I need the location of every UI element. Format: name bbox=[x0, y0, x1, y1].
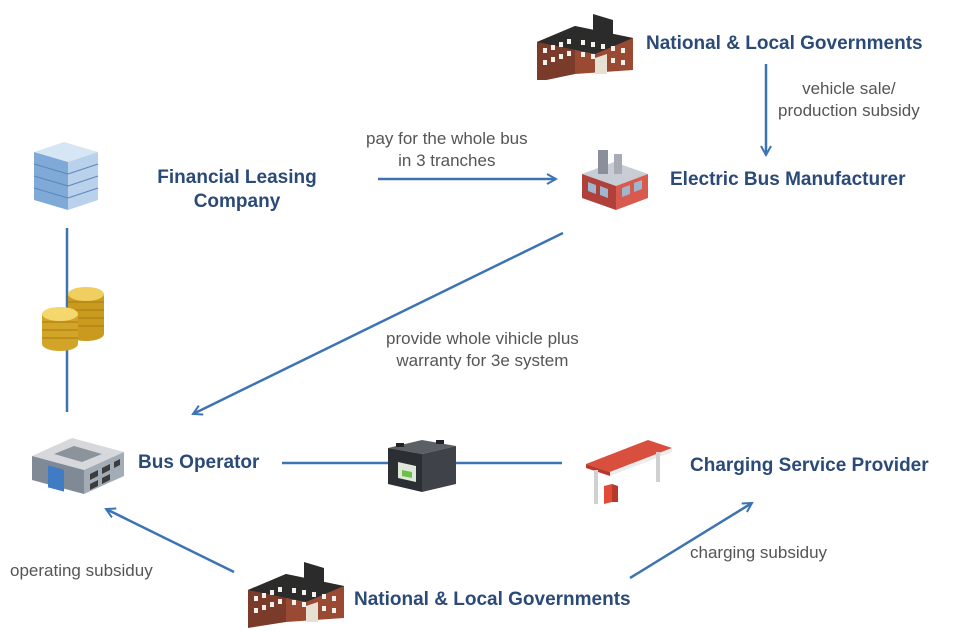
payment-line1: pay for the whole bus bbox=[366, 129, 528, 148]
subsidy-production-line2: production subsidy bbox=[778, 101, 920, 120]
payment-label: pay for the whole bus in 3 tranches bbox=[366, 128, 528, 172]
subsidy-production-label: vehicle sale/ production subsidy bbox=[778, 78, 920, 122]
government-building-icon bbox=[537, 14, 633, 80]
operator-label: Bus Operator bbox=[138, 452, 260, 473]
payment-line2: in 3 tranches bbox=[398, 151, 496, 170]
provide-label: provide whole vihicle plus warranty for … bbox=[386, 328, 579, 372]
subsidy-production-line1: vehicle sale/ bbox=[802, 79, 896, 98]
operating-subsidy-label: operating subsiduy bbox=[10, 560, 153, 582]
government-building-icon bbox=[248, 562, 344, 628]
factory-icon bbox=[582, 150, 648, 210]
battery-icon bbox=[388, 440, 456, 492]
office-tower-icon bbox=[33, 142, 99, 210]
arrow-provide-to-operator bbox=[193, 231, 564, 414]
operating-line1: operating subsiduy bbox=[10, 561, 153, 580]
leasing-label-line2: Company bbox=[193, 191, 281, 212]
charging-line1: charging subsiduy bbox=[690, 543, 828, 562]
leasing-label: Financial Leasing Company bbox=[150, 166, 324, 214]
arrow-charging-to-provider bbox=[629, 503, 752, 580]
provide-line2: warranty for 3e system bbox=[396, 351, 569, 370]
charging-subsidy-label: charging subsiduy bbox=[690, 542, 827, 564]
coin-stack-icon bbox=[42, 287, 104, 351]
depot-building-icon bbox=[32, 438, 124, 494]
gov-top-label: National & Local Governments bbox=[646, 33, 923, 54]
charging-label: Charging Service Provider bbox=[690, 455, 929, 476]
leasing-label-line1: Financial Leasing bbox=[157, 167, 317, 188]
provide-line1: provide whole vihicle plus bbox=[386, 329, 579, 348]
gov-bottom-label: National & Local Governments bbox=[354, 589, 631, 610]
gas-station-icon bbox=[586, 440, 672, 504]
arrow-operating-to-operator bbox=[106, 509, 235, 574]
manufacturer-label: Electric Bus Manufacturer bbox=[670, 169, 906, 190]
